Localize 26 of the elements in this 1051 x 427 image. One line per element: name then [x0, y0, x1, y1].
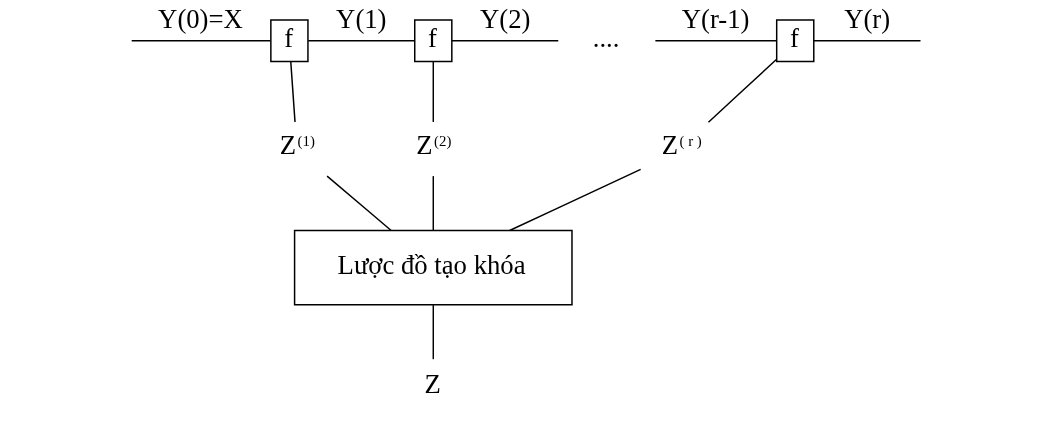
node-text: ....: [592, 23, 619, 54]
edge-label: Y(r-1): [681, 3, 749, 34]
edge-label: Y(0)=X: [157, 3, 243, 34]
connector: [432, 304, 434, 360]
node-text: Z: [423, 368, 441, 399]
connector: [306, 39, 415, 42]
node-box: f: [775, 19, 814, 63]
connector: [812, 39, 921, 42]
node-text: Z$^{(1)}$: [279, 130, 315, 161]
edge-label: Y(r): [843, 3, 890, 34]
node-box: f: [269, 19, 309, 63]
connector: [432, 175, 434, 232]
edge-label: Y(2): [479, 3, 530, 34]
edge-label: Y(1): [335, 3, 387, 34]
node-box: f: [413, 19, 453, 63]
node-text: Z$^{( r )}$: [661, 130, 702, 161]
connector: [707, 58, 777, 123]
connector: [450, 39, 559, 42]
connector: [325, 175, 392, 232]
node-box: Lược đồ tạo khóa: [293, 229, 573, 306]
node-text: Z$^{(2)}$: [415, 130, 451, 161]
connector: [289, 60, 296, 123]
connector: [130, 39, 271, 42]
connector: [654, 39, 777, 42]
connector: [508, 168, 641, 232]
connector: [432, 60, 434, 123]
